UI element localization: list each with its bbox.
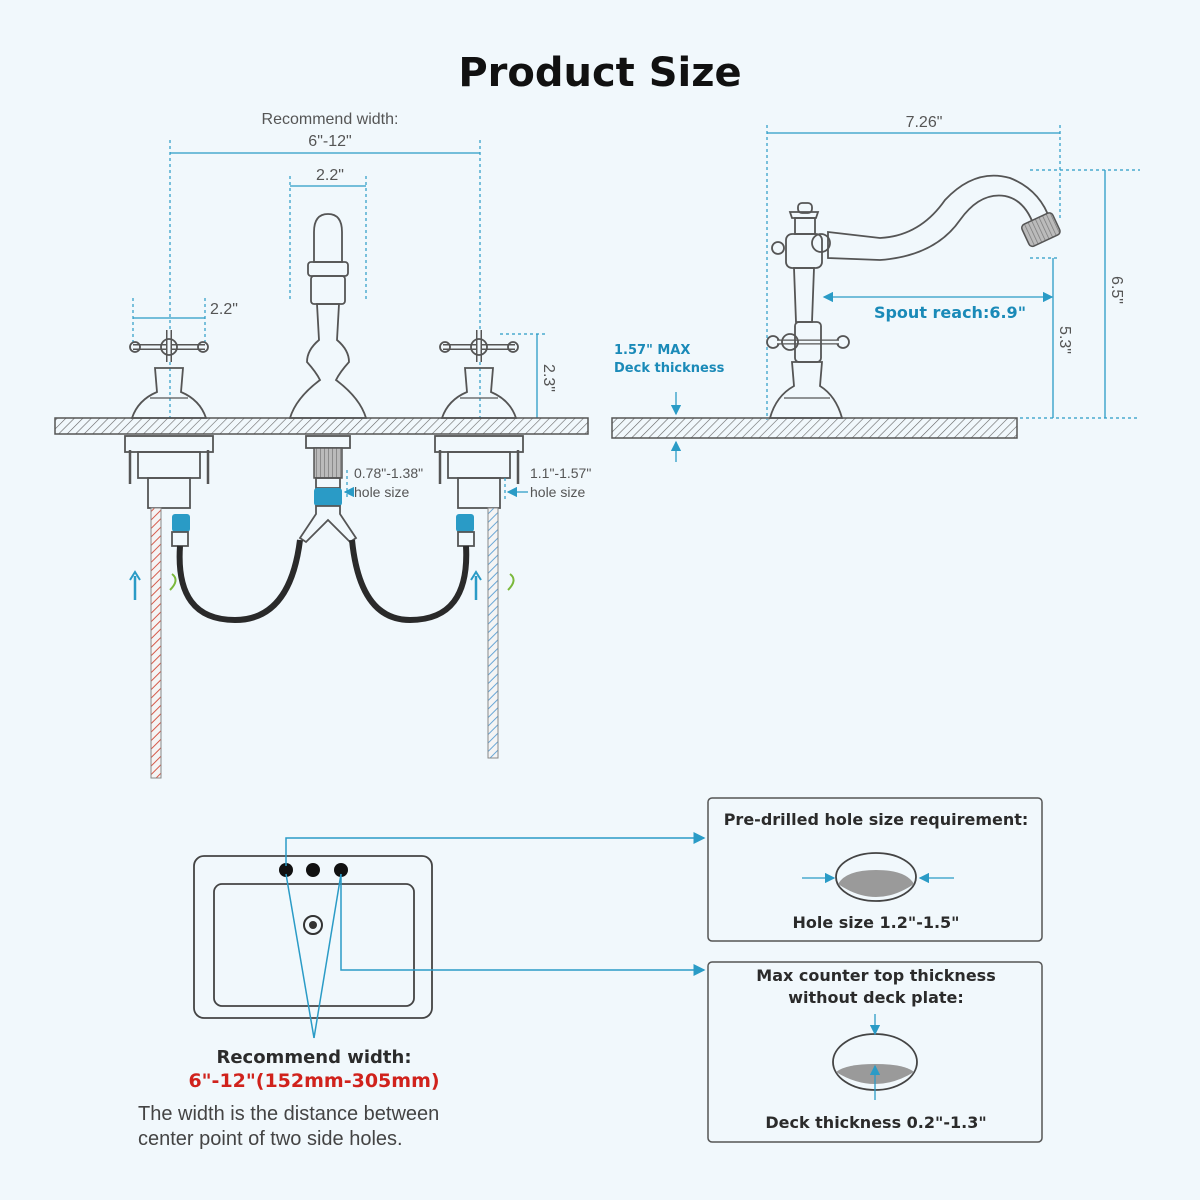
center-hole-size-value: 0.78"-1.38" [354, 465, 423, 481]
connector-to-hole-box [285, 832, 706, 866]
deck-thickness-label: Deck thickness [614, 361, 725, 376]
center-spout-body [298, 435, 358, 544]
recommend-width-value: 6"-12" [308, 133, 351, 150]
overall-length-label: 7.26" [906, 114, 943, 131]
hole-requirement-box: Pre-drilled hole size requirement: Hole … [707, 797, 1043, 942]
left-faucet-hole [279, 863, 293, 877]
sink-basin [213, 883, 415, 1007]
countertop-side [611, 417, 1018, 439]
sink-note-line2: center point of two side holes. [138, 1128, 403, 1150]
page-title: Product Size [458, 50, 741, 96]
spout-height-label: 5.3" [1056, 326, 1073, 354]
left-valve-body [124, 435, 214, 547]
spout-width-label: 2.2" [316, 167, 344, 184]
sink-recommend-value: 6"-12"(152mm-305mm) [188, 1070, 439, 1092]
right-cross-handle [439, 330, 519, 419]
hole-size-caption: Hole size 1.2"-1.5" [792, 913, 959, 932]
flow-arrows [129, 570, 515, 600]
center-hole-size-label: hole size [354, 484, 409, 500]
left-cross-handle [129, 330, 209, 419]
side-view: 7.26" 6.5" 5.3" Spout reach:6.9" 1.57" M… [611, 114, 1140, 462]
hole-requirement-title: Pre-drilled hole size requirement: [724, 810, 1029, 829]
spout-front [288, 213, 368, 419]
side-hole-size-label: hole size [530, 484, 585, 500]
right-hose [349, 539, 470, 624]
center-faucet-hole [306, 863, 320, 877]
side-hole-size-value: 1.1"-1.57" [530, 465, 591, 481]
handle-width-label: 2.2" [210, 301, 238, 318]
counter-thickness-box: Max counter top thickness without deck p… [707, 961, 1043, 1143]
right-faucet-hole [334, 863, 348, 877]
right-valve-body [434, 435, 524, 547]
front-view: Recommend width: 6"-12" 2.2" 2.2" 2.3" [54, 111, 591, 779]
connector-to-counter-box [340, 874, 706, 976]
counter-title-line2: without deck plate: [788, 988, 964, 1007]
recommend-width-label: Recommend width: [262, 111, 399, 128]
spout-reach-label: Spout reach:6.9" [874, 303, 1026, 322]
handle-height-label: 2.3" [540, 364, 557, 392]
deck-thickness-caption: Deck thickness 0.2"-1.3" [765, 1113, 986, 1132]
left-hose [176, 539, 303, 624]
overall-height-label: 6.5" [1108, 276, 1125, 304]
countertop-front [54, 417, 589, 435]
sink-top-view: Recommend width: 6"-12"(152mm-305mm) The… [138, 832, 706, 1150]
hot-supply-line [150, 507, 162, 779]
faucet-side-profile [766, 174, 1061, 419]
counter-title-line1: Max counter top thickness [756, 966, 995, 985]
sink-note-line1: The width is the distance between [138, 1103, 439, 1125]
cold-supply-line [487, 507, 499, 759]
deck-thickness-max: 1.57" MAX [614, 343, 690, 358]
sink-recommend-label: Recommend width: [216, 1047, 411, 1068]
